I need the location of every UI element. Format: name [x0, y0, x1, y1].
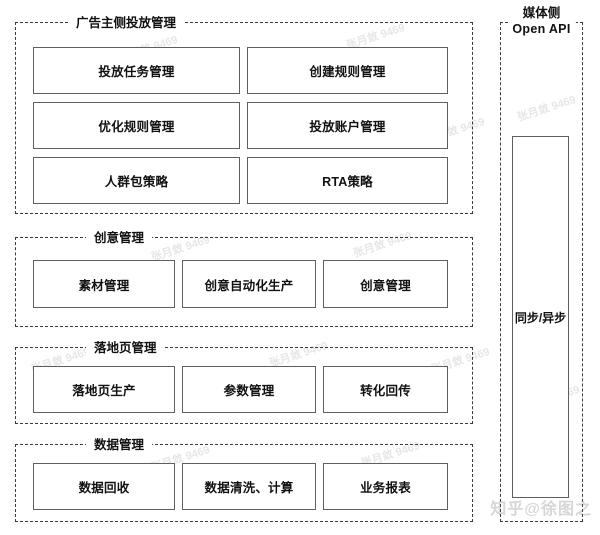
box-sync-async[interactable]: 同步/异步	[512, 136, 569, 498]
group-title-advertiser: 广告主侧投放管理	[68, 13, 185, 33]
box-creative-automated-production[interactable]: 创意自动化生产	[182, 260, 316, 308]
box-delivery-account-management[interactable]: 投放账户管理	[247, 102, 448, 149]
group-advertiser-delivery-management: 广告主侧投放管理 投放任务管理 创建规则管理 优化规则管理 投放账户管理 人群包…	[15, 13, 473, 214]
media-title-line1: 媒体侧	[522, 6, 561, 20]
media-title-line2: Open API	[512, 22, 571, 36]
box-asset-management[interactable]: 素材管理	[33, 260, 175, 308]
group-creative-management: 创意管理 素材管理 创意自动化生产 创意管理	[15, 228, 473, 327]
group-title-media: 媒体侧 Open API	[507, 5, 576, 37]
group-title-creative: 创意管理	[86, 228, 153, 248]
box-creative-management[interactable]: 创意管理	[323, 260, 448, 308]
box-delivery-task-management[interactable]: 投放任务管理	[33, 47, 240, 94]
box-data-collection[interactable]: 数据回收	[33, 463, 175, 510]
box-conversion-callback[interactable]: 转化回传	[323, 366, 448, 413]
box-rta-strategy[interactable]: RTA策略	[247, 157, 448, 204]
group-landing-page-management: 落地页管理 落地页生产 参数管理 转化回传	[15, 338, 473, 424]
box-landing-page-production[interactable]: 落地页生产	[33, 366, 175, 413]
group-media-open-api: 媒体侧 Open API 同步/异步	[500, 5, 583, 522]
box-optimize-rule-management[interactable]: 优化规则管理	[33, 102, 240, 149]
group-title-landing: 落地页管理	[86, 338, 165, 358]
box-audience-package-strategy[interactable]: 人群包策略	[33, 157, 240, 204]
box-create-rule-management[interactable]: 创建规则管理	[247, 47, 448, 94]
group-title-data: 数据管理	[86, 435, 153, 455]
box-business-report[interactable]: 业务报表	[323, 463, 448, 510]
box-data-cleaning-compute[interactable]: 数据清洗、计算	[182, 463, 316, 510]
group-data-management: 数据管理 数据回收 数据清洗、计算 业务报表	[15, 435, 473, 522]
box-parameter-management[interactable]: 参数管理	[182, 366, 316, 413]
